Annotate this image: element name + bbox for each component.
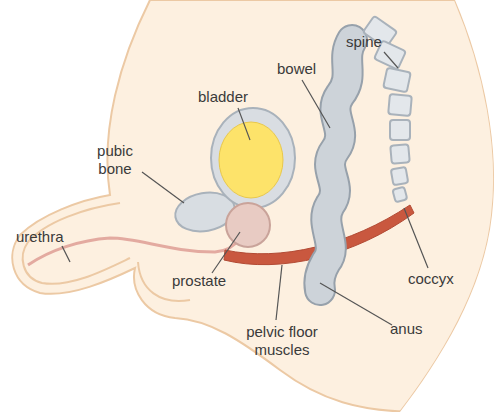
part-label: pubic bone bbox=[84, 142, 146, 178]
part-label: pelvic floor muscles bbox=[232, 323, 332, 359]
back-fill bbox=[400, 0, 500, 412]
bowel-inner bbox=[319, 40, 352, 290]
part-label: bladder bbox=[188, 88, 258, 106]
bowel-outer bbox=[319, 40, 352, 290]
part-label: spine bbox=[346, 33, 406, 51]
part-label: prostate bbox=[172, 272, 252, 290]
leader-lines bbox=[62, 52, 428, 325]
part-label: urethra bbox=[16, 228, 86, 246]
prostate bbox=[226, 203, 270, 247]
part-label: bowel bbox=[277, 60, 337, 78]
body-outline bbox=[12, 0, 500, 412]
bladder-urine bbox=[219, 122, 283, 198]
part-label: anus bbox=[390, 320, 440, 338]
part-label: coccyx bbox=[408, 270, 478, 288]
bladder-wall bbox=[211, 108, 295, 208]
